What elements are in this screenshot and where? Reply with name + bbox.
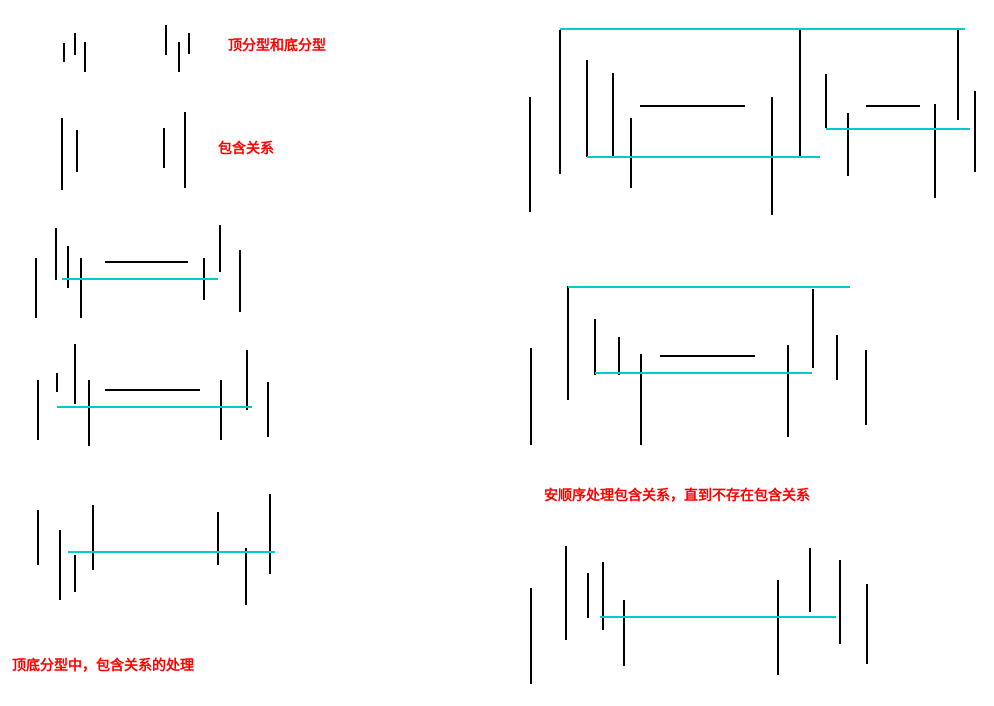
label-sequential-processing: 安顺序处理包含关系，直到不存在包含关系 xyxy=(544,488,810,504)
label-inclusion: 包含关系 xyxy=(218,141,274,157)
label-fractal-types: 顶分型和底分型 xyxy=(228,38,326,54)
label-inclusion-in-fractals: 顶底分型中，包含关系的处理 xyxy=(12,658,194,674)
